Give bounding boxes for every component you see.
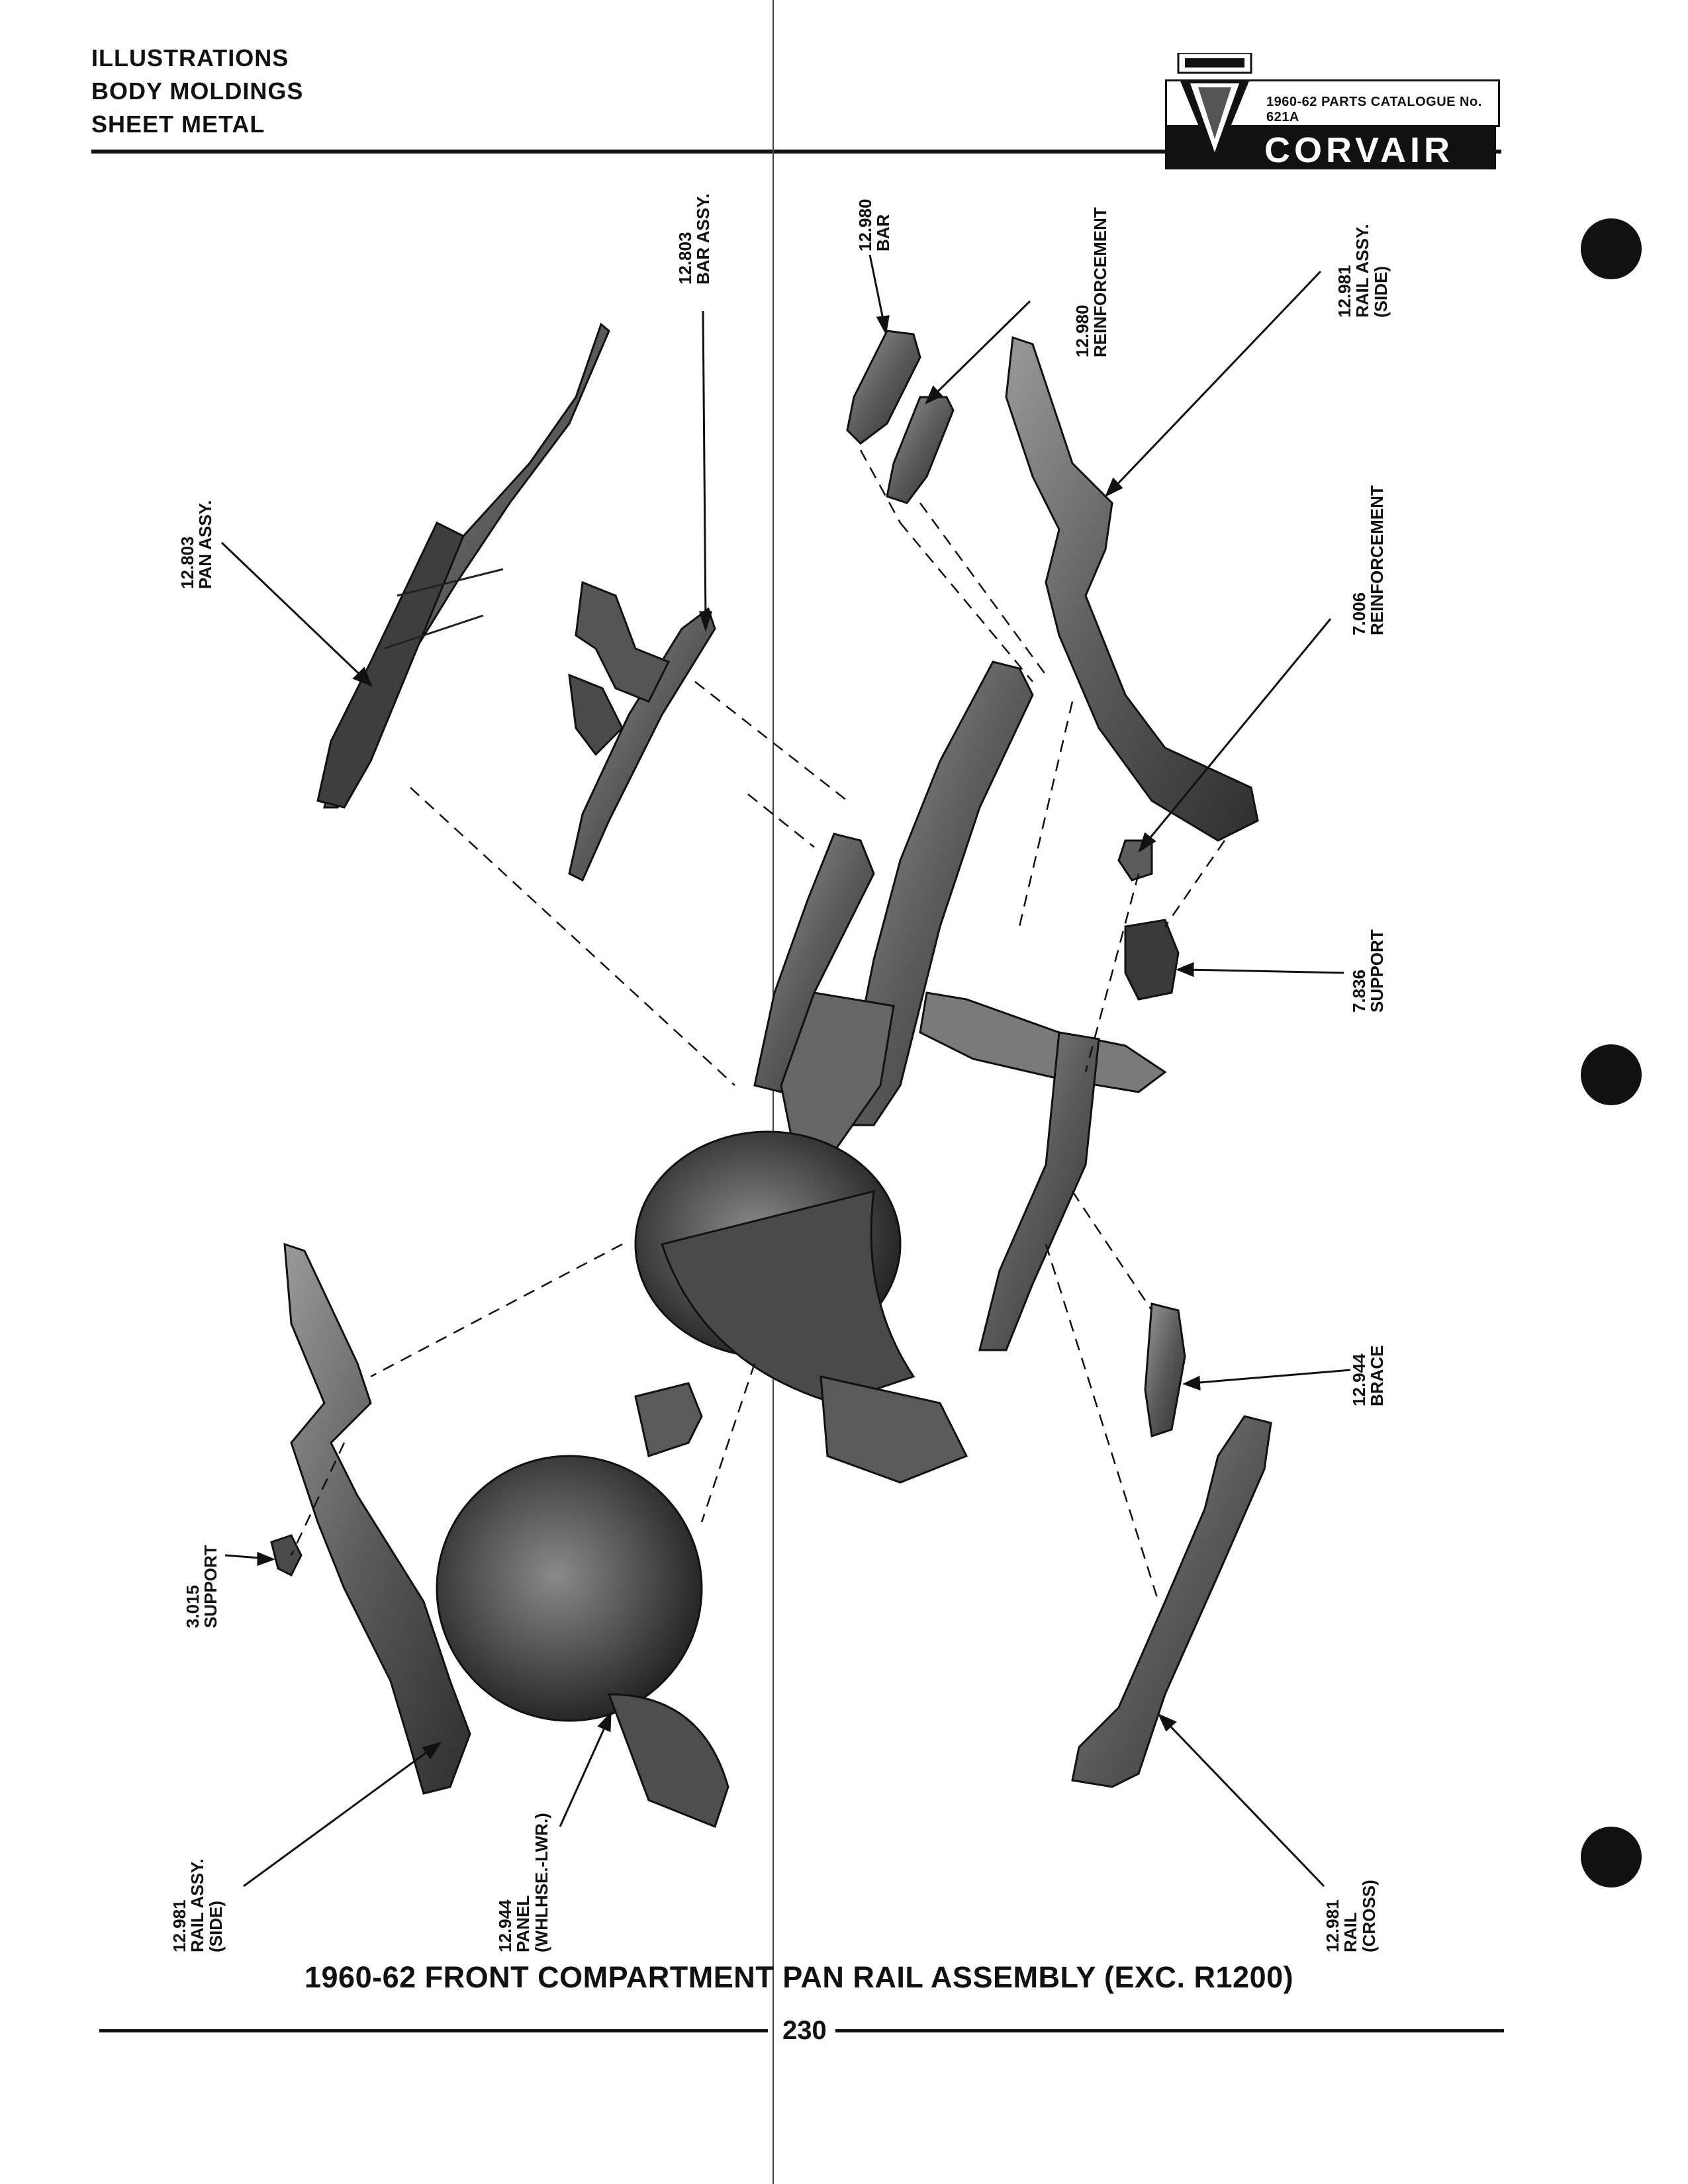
footer-rule-left (99, 2029, 768, 2032)
header-line-3: SHEET METAL (91, 111, 265, 138)
binder-hole-top (1581, 218, 1642, 279)
part-reinforcement-top (886, 396, 955, 504)
part-rail-cross (1071, 1415, 1272, 1788)
page-number: 230 (782, 2016, 827, 2045)
exploded-guide-lines (290, 449, 1226, 1602)
part-rail-assy-side-left (283, 1242, 471, 1795)
header-line-1: ILLUSTRATIONS (91, 44, 289, 71)
part-main-frame (753, 660, 1167, 1351)
part-wheelhouse-upper (634, 1130, 968, 1484)
binder-hole-bottom (1581, 1827, 1642, 1888)
header-line-2: BODY MOLDINGS (91, 77, 304, 105)
part-pan-assy (316, 322, 610, 809)
header-rule (91, 150, 1501, 154)
part-rail-assy-side-right (1005, 336, 1259, 842)
part-panel-wheelhouse-lower (436, 1382, 729, 1828)
part-bar (846, 330, 921, 445)
callout-leader-lines (220, 254, 1351, 1888)
logo-catalogue-text: 1960-62 PARTS CATALOGUE No. 621A (1266, 95, 1482, 124)
part-brace (1144, 1302, 1186, 1437)
logo-emblem-icon (1177, 53, 1252, 165)
corvair-logo: 1960-62 PARTS CATALOGUE No. 621A CORVAIR (1165, 53, 1500, 170)
part-support-3015 (270, 1534, 303, 1577)
logo-brand-text: CORVAIR (1264, 130, 1454, 170)
footer-rule-right (835, 2029, 1504, 2032)
binder-hole-middle (1581, 1044, 1642, 1105)
part-bar-assy (568, 580, 716, 882)
part-support-7836 (1124, 919, 1180, 1001)
figure-caption: 1960-62 FRONT COMPARTMENT PAN RAIL ASSEM… (305, 1960, 1294, 1994)
